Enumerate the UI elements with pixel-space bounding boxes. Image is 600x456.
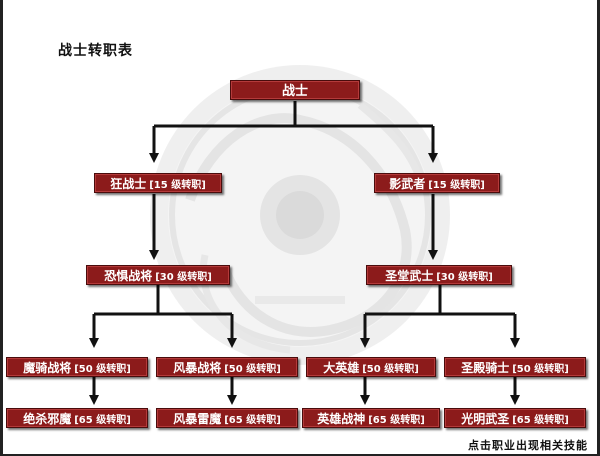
node-name: 绝杀邪魔: [23, 412, 72, 426]
frame-left-border: [0, 0, 3, 456]
node-great-hero[interactable]: 大英雄[50 级转职]: [306, 357, 436, 377]
node-level-tag: [30 级转职]: [155, 272, 212, 283]
node-level-tag: [65 级转职]: [74, 415, 131, 426]
node-berserker[interactable]: 狂战士[15 级转职]: [94, 173, 222, 193]
node-templar[interactable]: 圣堂武士[30 级转职]: [366, 265, 512, 285]
node-name: 圣殿骑士: [461, 361, 510, 375]
node-storm-thunder-demon[interactable]: 风暴雷魔[65 级转职]: [156, 408, 298, 428]
node-level-tag: [65 级转职]: [224, 415, 281, 426]
node-name: 风暴战将: [173, 361, 222, 375]
node-name: 狂战士: [110, 177, 147, 191]
node-level-tag: [15 级转职]: [428, 180, 485, 191]
node-shadow-warrior[interactable]: 影武者[15 级转职]: [374, 173, 500, 193]
diagram-title: 战士转职表: [58, 43, 133, 59]
node-level-tag: [50 级转职]: [362, 364, 419, 375]
node-temple-knight[interactable]: 圣殿骑士[50 级转职]: [444, 357, 586, 377]
node-level-tag: [50 级转职]: [224, 364, 281, 375]
node-level-tag: [65 级转职]: [512, 415, 569, 426]
node-level-tag: [65 级转职]: [368, 415, 425, 426]
node-hero-war-god[interactable]: 英雄战神[65 级转职]: [302, 408, 440, 428]
footer-hint: 点击职业出现相关技能: [468, 439, 588, 452]
node-demon-knight[interactable]: 魔骑战将[50 级转职]: [6, 357, 148, 377]
node-level-tag: [30 级转职]: [436, 272, 493, 283]
node-level-tag: [50 级转职]: [74, 364, 131, 375]
node-name: 大英雄: [323, 361, 360, 375]
node-level-tag: [50 级转职]: [512, 364, 569, 375]
node-level-tag: [15 级转职]: [149, 180, 206, 191]
node-storm-general[interactable]: 风暴战将[50 级转职]: [156, 357, 298, 377]
node-name: 圣堂武士: [385, 269, 434, 283]
node-name: 影武者: [389, 177, 426, 191]
node-demon-slayer[interactable]: 绝杀邪魔[65 级转职]: [6, 408, 148, 428]
frame-bottom-border: [0, 454, 600, 456]
node-name: 恐惧战将: [104, 269, 153, 283]
node-name: 英雄战神: [317, 412, 366, 426]
node-name: 战士: [281, 84, 308, 99]
node-name: 光明武圣: [461, 412, 510, 426]
node-name: 魔骑战将: [23, 361, 72, 375]
node-name: 风暴雷魔: [173, 412, 222, 426]
node-dread-general[interactable]: 恐惧战将[30 级转职]: [86, 265, 230, 285]
node-radiant-war-saint[interactable]: 光明武圣[65 级转职]: [444, 408, 586, 428]
node-warrior[interactable]: 战士: [230, 80, 360, 100]
frame-right-border: [597, 0, 600, 456]
